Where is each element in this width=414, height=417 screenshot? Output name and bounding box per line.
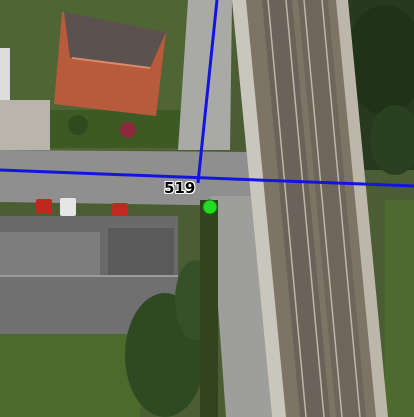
tree-canopy [370, 105, 414, 175]
rail [321, 0, 361, 417]
building-roof-light [0, 232, 100, 276]
rail [267, 0, 307, 417]
house-roof-grey-shadow [64, 12, 166, 68]
garden-shrub [68, 115, 88, 135]
lawn-right [385, 200, 414, 417]
car-red [36, 199, 52, 214]
garden-shrub [120, 122, 136, 138]
tree-canopy [345, 5, 414, 115]
road-horizontal [0, 150, 252, 206]
footpath-vertical [178, 0, 232, 150]
road-vertical [210, 196, 276, 417]
rail [303, 0, 343, 417]
roof-ridge [71, 57, 151, 69]
building-roof-section [108, 228, 174, 276]
rail-wall-right [336, 0, 388, 417]
car-red [112, 203, 128, 219]
lawn-bottom-left [0, 334, 140, 417]
rail-track [298, 0, 366, 417]
point-marker[interactable] [202, 199, 218, 215]
car-white [60, 198, 76, 216]
rail-track [262, 0, 330, 417]
point-number-label: 519 [164, 179, 196, 197]
driveway-left [0, 100, 50, 150]
rail [285, 0, 325, 417]
rail-wall [232, 0, 286, 417]
shed-left [0, 48, 10, 100]
route-line-vertical [196, 0, 219, 184]
shadow-strip [200, 200, 218, 417]
route-line-horizontal [0, 168, 414, 188]
